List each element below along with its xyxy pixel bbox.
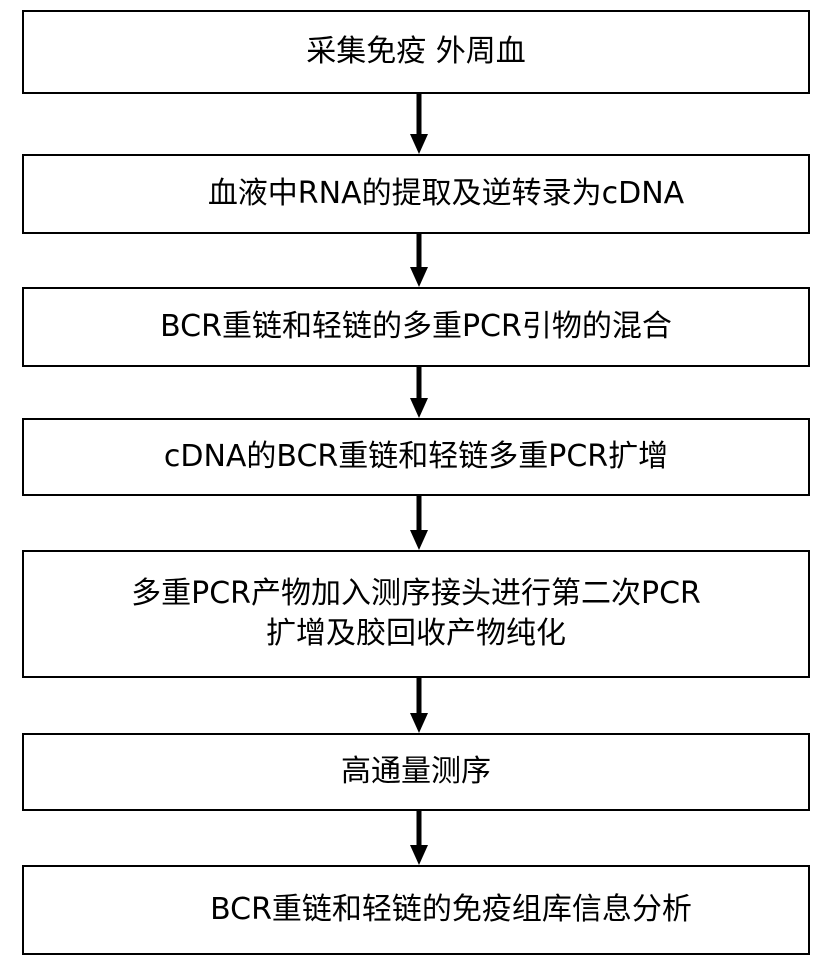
flow-arrow-6: [410, 811, 428, 865]
flow-arrow-2: [410, 234, 428, 287]
flow-step-7-label: BCR重链和轻链的免疫组库信息分析: [210, 891, 692, 927]
flow-step-4: cDNA的BCR重链和轻链多重PCR扩增: [22, 418, 810, 496]
flow-step-7: BCR重链和轻链的免疫组库信息分析: [22, 865, 810, 955]
flow-arrow-1: [410, 94, 428, 154]
flow-step-6-label: 高通量测序: [341, 753, 491, 789]
flow-step-5-label: 多重PCR产物加入测序接头进行第二次PCR 扩增及胶回收产物纯化: [131, 575, 701, 652]
flow-step-3-label: BCR重链和轻链的多重PCR引物的混合: [160, 308, 672, 344]
flow-step-1: 采集免疫 外周血: [22, 10, 810, 94]
flow-arrow-5: [410, 678, 428, 733]
flow-arrow-4: [410, 496, 428, 550]
flow-step-6: 高通量测序: [22, 733, 810, 811]
flow-step-2-label: 血液中RNA的提取及逆转录为cDNA: [207, 175, 685, 211]
flow-step-1-label: 采集免疫 外周血: [306, 33, 526, 69]
flow-step-4-label: cDNA的BCR重链和轻链多重PCR扩增: [163, 438, 669, 474]
flow-step-5: 多重PCR产物加入测序接头进行第二次PCR 扩增及胶回收产物纯化: [22, 550, 810, 678]
flow-arrow-3: [410, 367, 428, 418]
flow-step-2: 血液中RNA的提取及逆转录为cDNA: [22, 154, 810, 234]
flow-step-3: BCR重链和轻链的多重PCR引物的混合: [22, 287, 810, 367]
